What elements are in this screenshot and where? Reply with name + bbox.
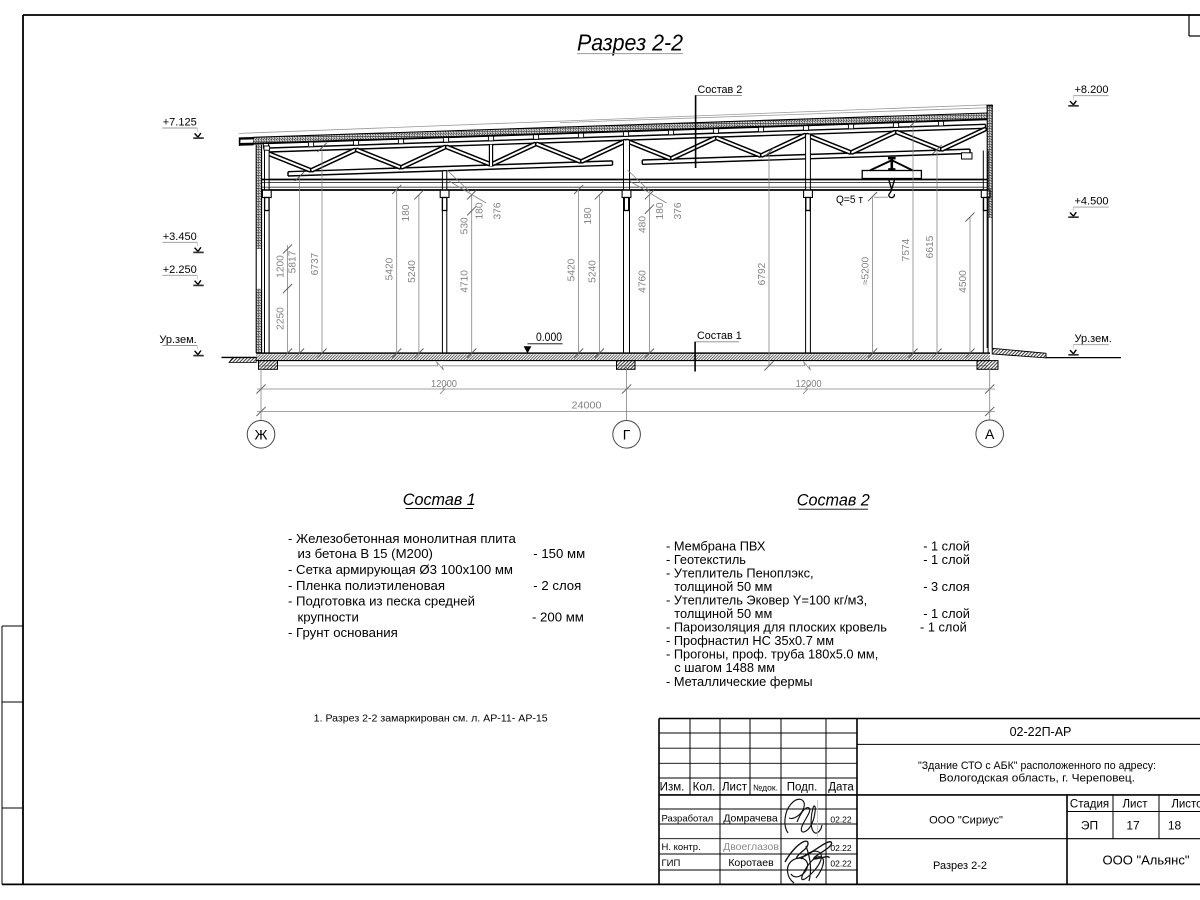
- svg-text:6615: 6615: [925, 235, 936, 258]
- svg-text:12000: 12000: [796, 379, 822, 390]
- svg-text:+4.500: +4.500: [1075, 196, 1109, 208]
- svg-text:+2.250: +2.250: [163, 264, 197, 276]
- svg-text:толщиной 50 мм: толщиной 50 мм: [674, 606, 772, 621]
- svg-text:- Сетка армирующая Ø3 100х100: - Сетка армирующая Ø3 100х100 мм: [288, 562, 513, 577]
- svg-text:Коротаев: Коротаев: [728, 857, 774, 869]
- svg-text:- Профнастил НС 35х0.7 мм: - Профнастил НС 35х0.7 мм: [666, 633, 834, 648]
- svg-text:180: 180: [401, 204, 412, 221]
- svg-text:4760: 4760: [637, 270, 648, 293]
- svg-text:4500: 4500: [958, 270, 969, 293]
- svg-text:- 3 слоя: - 3 слоя: [923, 579, 970, 594]
- svg-text:2250: 2250: [276, 307, 287, 330]
- svg-text:530: 530: [460, 217, 471, 234]
- svg-text:Лист: Лист: [722, 782, 748, 794]
- svg-text:24000: 24000: [572, 400, 602, 411]
- svg-text:180: 180: [583, 207, 594, 224]
- svg-text:1200: 1200: [276, 255, 287, 278]
- svg-text:Разрез 2-2: Разрез 2-2: [577, 30, 683, 56]
- svg-text:- Подготовка из песка средней: - Подготовка из песка средней: [288, 594, 475, 609]
- svg-text:376: 376: [493, 202, 504, 219]
- svg-text:5817: 5817: [288, 250, 299, 273]
- svg-text:"Здание СТО с АБК" расположенн: "Здание СТО с АБК" расположенного по адр…: [918, 760, 1156, 772]
- svg-text:- 2 слоя: - 2 слоя: [533, 578, 581, 593]
- svg-text:- 1 слой: - 1 слой: [923, 538, 970, 553]
- svg-text:Состав 2: Состав 2: [797, 492, 870, 510]
- svg-text:6792: 6792: [757, 262, 768, 285]
- svg-text:- Грунт основания: - Грунт основания: [288, 625, 398, 640]
- svg-text:+7.125: +7.125: [163, 117, 197, 129]
- svg-text:- Мембрана ПВХ: - Мембрана ПВХ: [666, 538, 766, 553]
- svg-text:Дата: Дата: [828, 782, 854, 794]
- svg-text:- 1 слой: - 1 слой: [923, 552, 970, 567]
- svg-text:02-22П-АР: 02-22П-АР: [1010, 725, 1072, 739]
- svg-text:ГИП: ГИП: [662, 858, 681, 869]
- svg-text:Листов: Листов: [1171, 799, 1200, 811]
- svg-text:- Утеплитель Пеноплэкс,: - Утеплитель Пеноплэкс,: [666, 565, 814, 580]
- svg-text:Домрачева: Домрачева: [723, 812, 778, 824]
- svg-text:+8.200: +8.200: [1075, 84, 1109, 96]
- svg-text:Ур.зем.: Ур.зем.: [159, 334, 196, 346]
- svg-text:0.000: 0.000: [536, 332, 562, 344]
- svg-text:- 150 мм: - 150 мм: [533, 546, 585, 561]
- svg-text:Изм.: Изм.: [660, 782, 685, 794]
- svg-text:5420: 5420: [385, 257, 396, 280]
- svg-text:- 1 слой: - 1 слой: [920, 620, 967, 635]
- svg-text:Стадия: Стадия: [1070, 799, 1109, 811]
- svg-text:- Железобетонная монолитная п: - Железобетонная монолитная плита: [288, 531, 517, 546]
- svg-text:Состав 2: Состав 2: [698, 84, 743, 96]
- svg-text:ЭП: ЭП: [1081, 819, 1098, 833]
- svg-text:Лист: Лист: [1123, 799, 1149, 811]
- svg-text:12000: 12000: [431, 379, 457, 390]
- svg-text:Г: Г: [623, 426, 631, 442]
- svg-text:Вологодская область, г. Черепо: Вологодская область, г. Череповец.: [939, 773, 1135, 785]
- svg-text:180: 180: [475, 202, 486, 219]
- svg-text:ООО "Сириус": ООО "Сириус": [929, 815, 1003, 827]
- svg-text:5240: 5240: [587, 260, 598, 283]
- svg-text:ООО "Альянс": ООО "Альянс": [1103, 853, 1190, 868]
- svg-text:Подп.: Подп.: [787, 782, 818, 794]
- svg-text:17: 17: [1126, 819, 1140, 833]
- svg-text:18: 18: [1168, 819, 1182, 833]
- svg-text:- 200 мм: - 200 мм: [532, 609, 584, 624]
- svg-text:1. Разрез 2-2 замаркирован см.: 1. Разрез 2-2 замаркирован см. л. АР-11-…: [314, 713, 548, 725]
- svg-text:Q=5 т: Q=5 т: [836, 194, 863, 206]
- svg-text:7574: 7574: [901, 238, 912, 261]
- svg-text:Кол.: Кол.: [693, 782, 716, 794]
- svg-text:5240: 5240: [407, 260, 418, 283]
- svg-text:Состав 1: Состав 1: [697, 330, 742, 342]
- svg-text:Н. контр.: Н. контр.: [662, 842, 701, 853]
- svg-text:- Геотекстиль: - Геотекстиль: [666, 552, 746, 567]
- svg-text:Двоеглазов: Двоеглазов: [723, 841, 779, 853]
- svg-text:02.22: 02.22: [830, 843, 852, 853]
- svg-text:480: 480: [637, 216, 648, 233]
- svg-text:6737: 6737: [310, 252, 321, 275]
- svg-text:Разработал: Разработал: [662, 813, 714, 824]
- svg-text:4710: 4710: [460, 270, 471, 293]
- svg-text:Ур.зем.: Ур.зем.: [1075, 333, 1112, 345]
- svg-text:180: 180: [655, 202, 666, 219]
- svg-text:376: 376: [673, 202, 684, 219]
- svg-text:Разрез 2-2: Разрез 2-2: [933, 860, 987, 872]
- svg-text:- Пленка полиэтиленовая: - Пленка полиэтиленовая: [288, 578, 445, 593]
- svg-text:5420: 5420: [567, 258, 578, 281]
- svg-text:02.22: 02.22: [830, 814, 852, 824]
- svg-text:Ж: Ж: [255, 426, 268, 442]
- svg-text:- Пароизоляция для плоских кро: - Пароизоляция для плоских кровель: [666, 620, 887, 635]
- svg-text:А: А: [985, 426, 995, 442]
- svg-text:- Прогоны, проф. труба 180х5.0: - Прогоны, проф. труба 180х5.0 мм,: [666, 647, 878, 662]
- svg-text:- Утеплитель Эковер Y=100 кг/м: - Утеплитель Эковер Y=100 кг/м3,: [666, 593, 867, 608]
- svg-text:крупности: крупности: [298, 609, 359, 624]
- svg-text:+3.450: +3.450: [163, 231, 197, 243]
- svg-text:с шагом 1488 мм: с шагом 1488 мм: [674, 660, 775, 675]
- svg-text:02.22: 02.22: [830, 859, 852, 869]
- svg-text:- Металлические фермы: - Металлические фермы: [666, 674, 813, 689]
- svg-text:Состав 1: Состав 1: [403, 491, 476, 509]
- svg-text:из бетона В 15 (М200): из бетона В 15 (М200): [298, 546, 433, 561]
- svg-text:- 1 слой: - 1 слой: [923, 606, 970, 621]
- svg-text:№док.: №док.: [753, 783, 778, 793]
- svg-text:толщиной 50 мм: толщиной 50 мм: [674, 579, 772, 594]
- svg-text:≈5200: ≈5200: [861, 257, 872, 286]
